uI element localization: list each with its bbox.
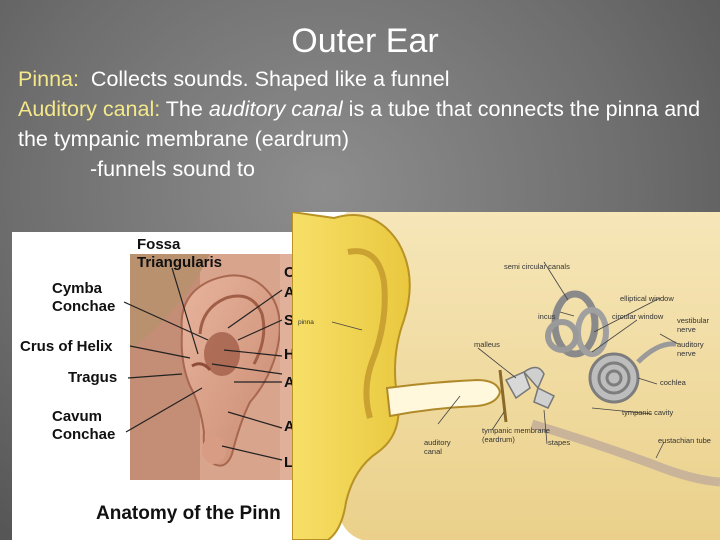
label-malleus: malleus [474, 340, 500, 349]
partial-label-h: H [284, 346, 295, 363]
label-cochlea: cochlea [660, 378, 686, 387]
label-eustachian-tube: eustachian tube [658, 436, 711, 445]
label-auditory-canal: auditory canal [424, 438, 451, 456]
label-pinna: pinna [298, 319, 314, 326]
pinna-description: Collects sounds. Shaped like a funnel [78, 67, 450, 91]
ear-cross-section-figure: semi circular canals elliptical window i… [292, 212, 720, 540]
partial-label-a2: A [284, 374, 295, 391]
label-tympanic-cavity: tympanic cavity [622, 408, 674, 417]
label-circular-window: circular window [612, 312, 664, 321]
pinna-leader-lines [123, 267, 283, 461]
label-stapes: stapes [548, 438, 571, 447]
label-elliptical-window: elliptical window [620, 294, 674, 303]
label-fossa-triangularis: Fossa Triangularis [137, 236, 223, 271]
slide-title: Outer Ear [291, 22, 439, 60]
label-vestibular-nerve: vestibular nerve [677, 316, 710, 334]
canal-desc-part-2: is a tube that connects the pinna and th… [18, 97, 701, 151]
label-tympanic-membrane: tympanic membrane (eardrum) [482, 426, 550, 444]
pinna-definition: Pinna: Collects sounds. Shaped like a fu… [18, 64, 708, 94]
canal-desc-part-1: The [160, 97, 209, 121]
partial-label-a3: A [284, 418, 295, 435]
label-auditory-nerve: auditory nerve [677, 340, 704, 358]
pinna-term: Pinna: [18, 67, 79, 91]
label-incus: incus [538, 312, 556, 321]
partial-label-c: C [284, 264, 295, 281]
partial-label-s: S [284, 312, 295, 329]
label-crus-of-helix: Crus of Helix [20, 338, 113, 355]
bullet-funnels-sound: -funnels sound to [90, 157, 255, 181]
auditory-canal-definition: Auditory canal: The auditory canal is a … [18, 94, 708, 154]
label-semicircular-canals: semi circular canals [504, 262, 570, 271]
auditory-canal-term: Auditory canal: [18, 97, 161, 121]
label-cavum-conchae: Cavum Conchae [52, 408, 116, 443]
label-cymba-conchae: Cymba Conchae [52, 280, 116, 315]
partial-label-a1: A [284, 284, 295, 301]
canal-desc-emphasis: auditory canal [208, 97, 343, 121]
slide-body: Pinna: Collects sounds. Shaped like a fu… [18, 64, 708, 184]
partial-label-l: L [284, 454, 294, 471]
label-tragus: Tragus [68, 369, 118, 386]
pinna-anatomy-figure: Fossa Triangularis Cymba Conchae Crus of… [12, 232, 312, 540]
ear-diagram [292, 212, 720, 540]
pinna-figure-caption: Anatomy of the Pinn [96, 503, 281, 524]
